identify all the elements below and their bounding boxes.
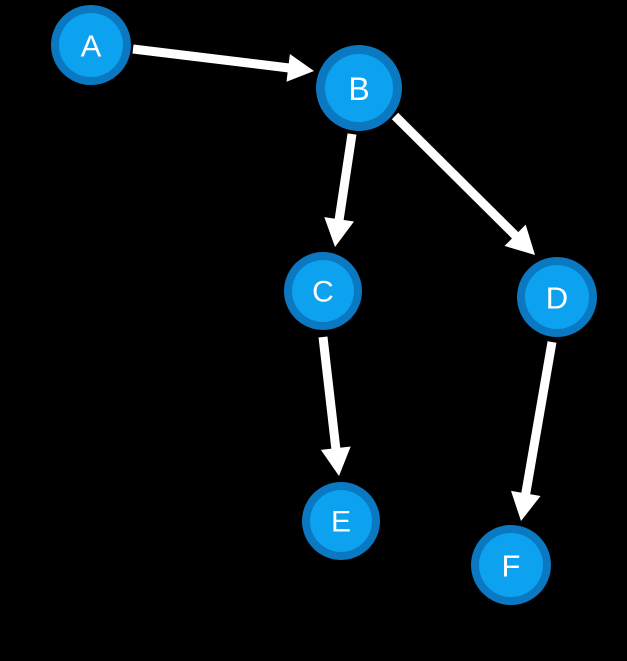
node-core [310,490,372,552]
graph-node-b[interactable]: B [316,45,402,131]
node-core [525,265,589,329]
graph-edge-d-to-f[interactable] [510,341,557,521]
node-core [59,13,123,77]
graph-edge-b-to-c[interactable] [324,133,357,247]
arrowhead-icon [286,53,314,82]
node-label: C [312,276,334,309]
node-label: F [502,549,521,584]
edge-line [132,44,291,73]
arrowhead-icon [510,490,541,521]
edge-line [521,341,557,497]
graph-node-f[interactable]: F [471,525,551,605]
edge-line [318,336,341,451]
arrowhead-icon [324,217,354,247]
nodes-layer: A B C D E F [51,5,597,605]
graph-edge-c-to-e[interactable] [318,336,351,476]
edges-layer [132,44,557,521]
node-label: D [546,281,568,316]
node-label: E [331,506,351,539]
node-core [325,54,393,122]
node-label: B [348,71,369,107]
graph-edge-b-to-d[interactable] [391,112,535,255]
arrowhead-icon [504,224,535,255]
node-label: A [81,29,102,64]
graph-node-e[interactable]: E [302,482,380,560]
arrowhead-icon [320,446,351,476]
graph-edge-a-to-b[interactable] [132,44,314,82]
node-core [292,260,354,322]
graph-node-a[interactable]: A [51,5,131,85]
edge-line [391,112,520,240]
graph-node-d[interactable]: D [517,257,597,337]
node-core [479,533,543,597]
edge-line [334,133,357,222]
graph-node-c[interactable]: C [284,252,362,330]
